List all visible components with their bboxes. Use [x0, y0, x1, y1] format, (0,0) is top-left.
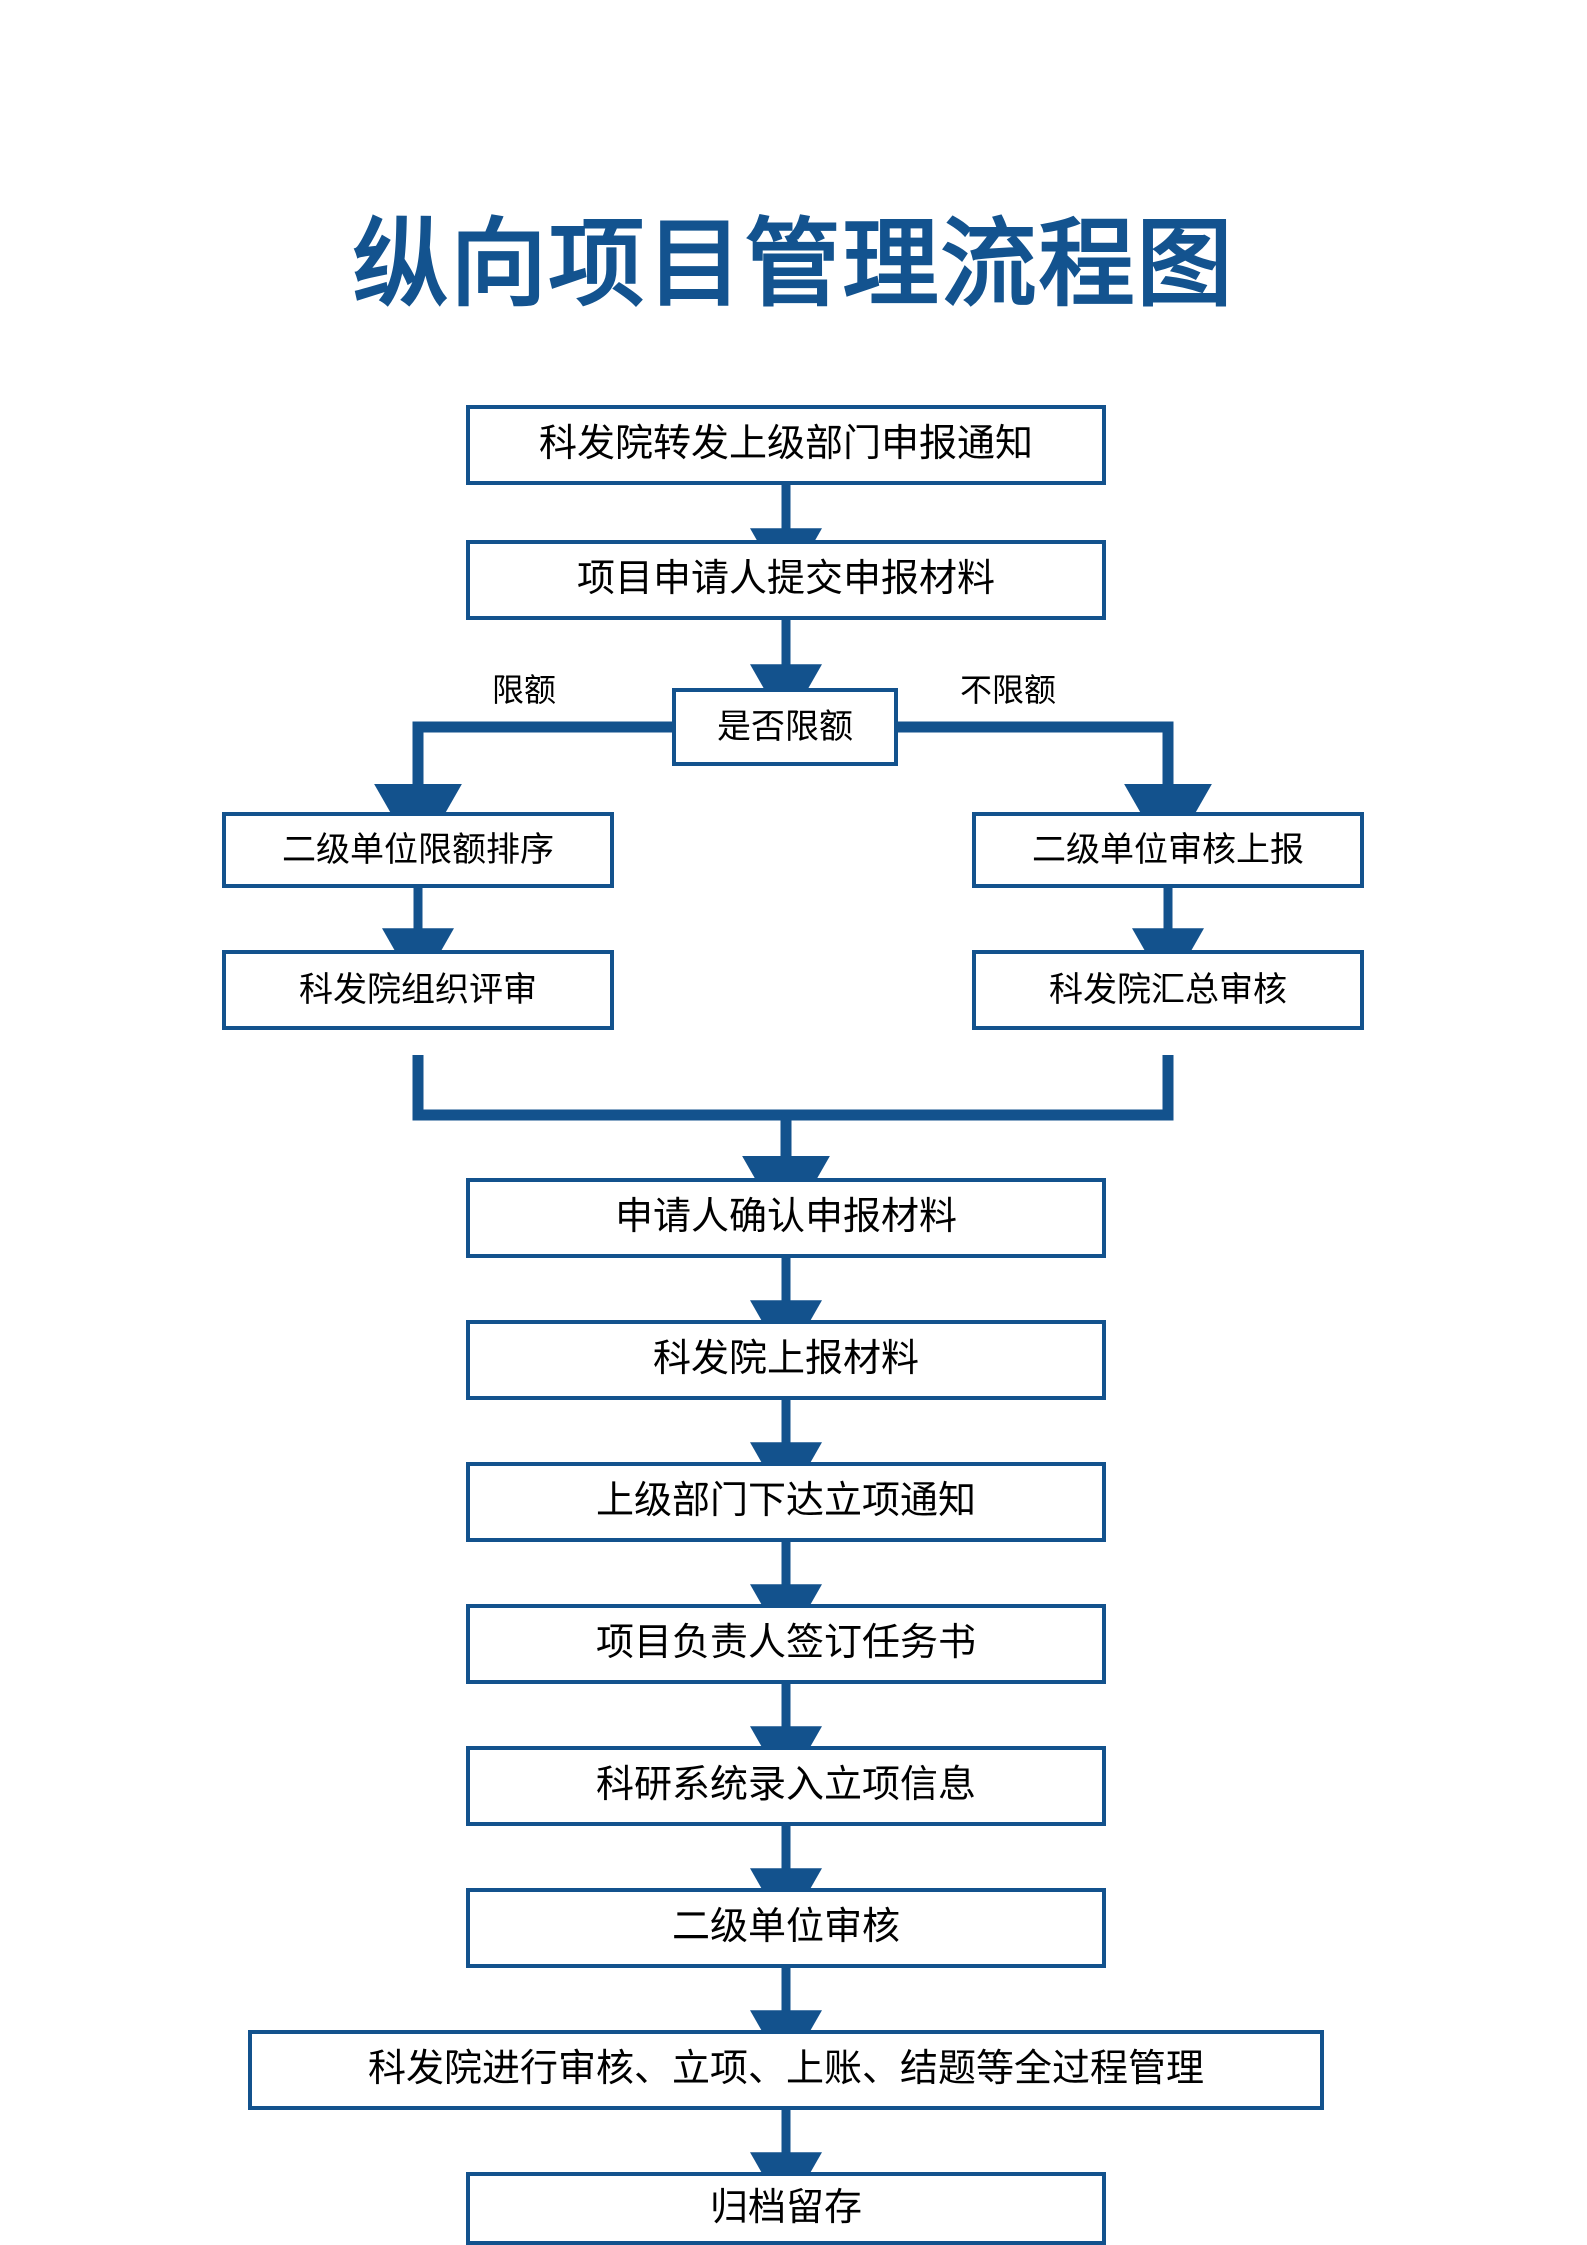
node-institute-submit-materials[interactable]: 科发院上报材料 — [466, 1320, 1106, 1400]
node-system-entry[interactable]: 科研系统录入立项信息 — [466, 1746, 1106, 1826]
node-unit-audit-report[interactable]: 二级单位审核上报 — [972, 812, 1364, 888]
node-unit-audit[interactable]: 二级单位审核 — [466, 1888, 1106, 1968]
node-leader-sign-task[interactable]: 项目负责人签订任务书 — [466, 1604, 1106, 1684]
node-superior-approval-notice[interactable]: 上级部门下达立项通知 — [466, 1462, 1106, 1542]
page-title: 纵向项目管理流程图 — [352, 211, 1235, 318]
node-forward-notice[interactable]: 科发院转发上级部门申报通知 — [466, 405, 1106, 485]
node-applicant-confirm[interactable]: 申请人确认申报材料 — [466, 1178, 1106, 1258]
node-institute-review[interactable]: 科发院组织评审 — [222, 950, 614, 1030]
node-decision-quota[interactable]: 是否限额 — [672, 688, 898, 766]
edge-label-limited: 限额 — [492, 672, 557, 708]
node-applicant-submit[interactable]: 项目申请人提交申报材料 — [466, 540, 1106, 620]
node-archive[interactable]: 归档留存 — [466, 2172, 1106, 2245]
node-full-process-management[interactable]: 科发院进行审核、立项、上账、结题等全过程管理 — [248, 2030, 1324, 2110]
edge-label-unlimited: 不限额 — [960, 672, 1057, 708]
node-unit-quota-ranking[interactable]: 二级单位限额排序 — [222, 812, 614, 888]
node-institute-summary-audit[interactable]: 科发院汇总审核 — [972, 950, 1364, 1030]
